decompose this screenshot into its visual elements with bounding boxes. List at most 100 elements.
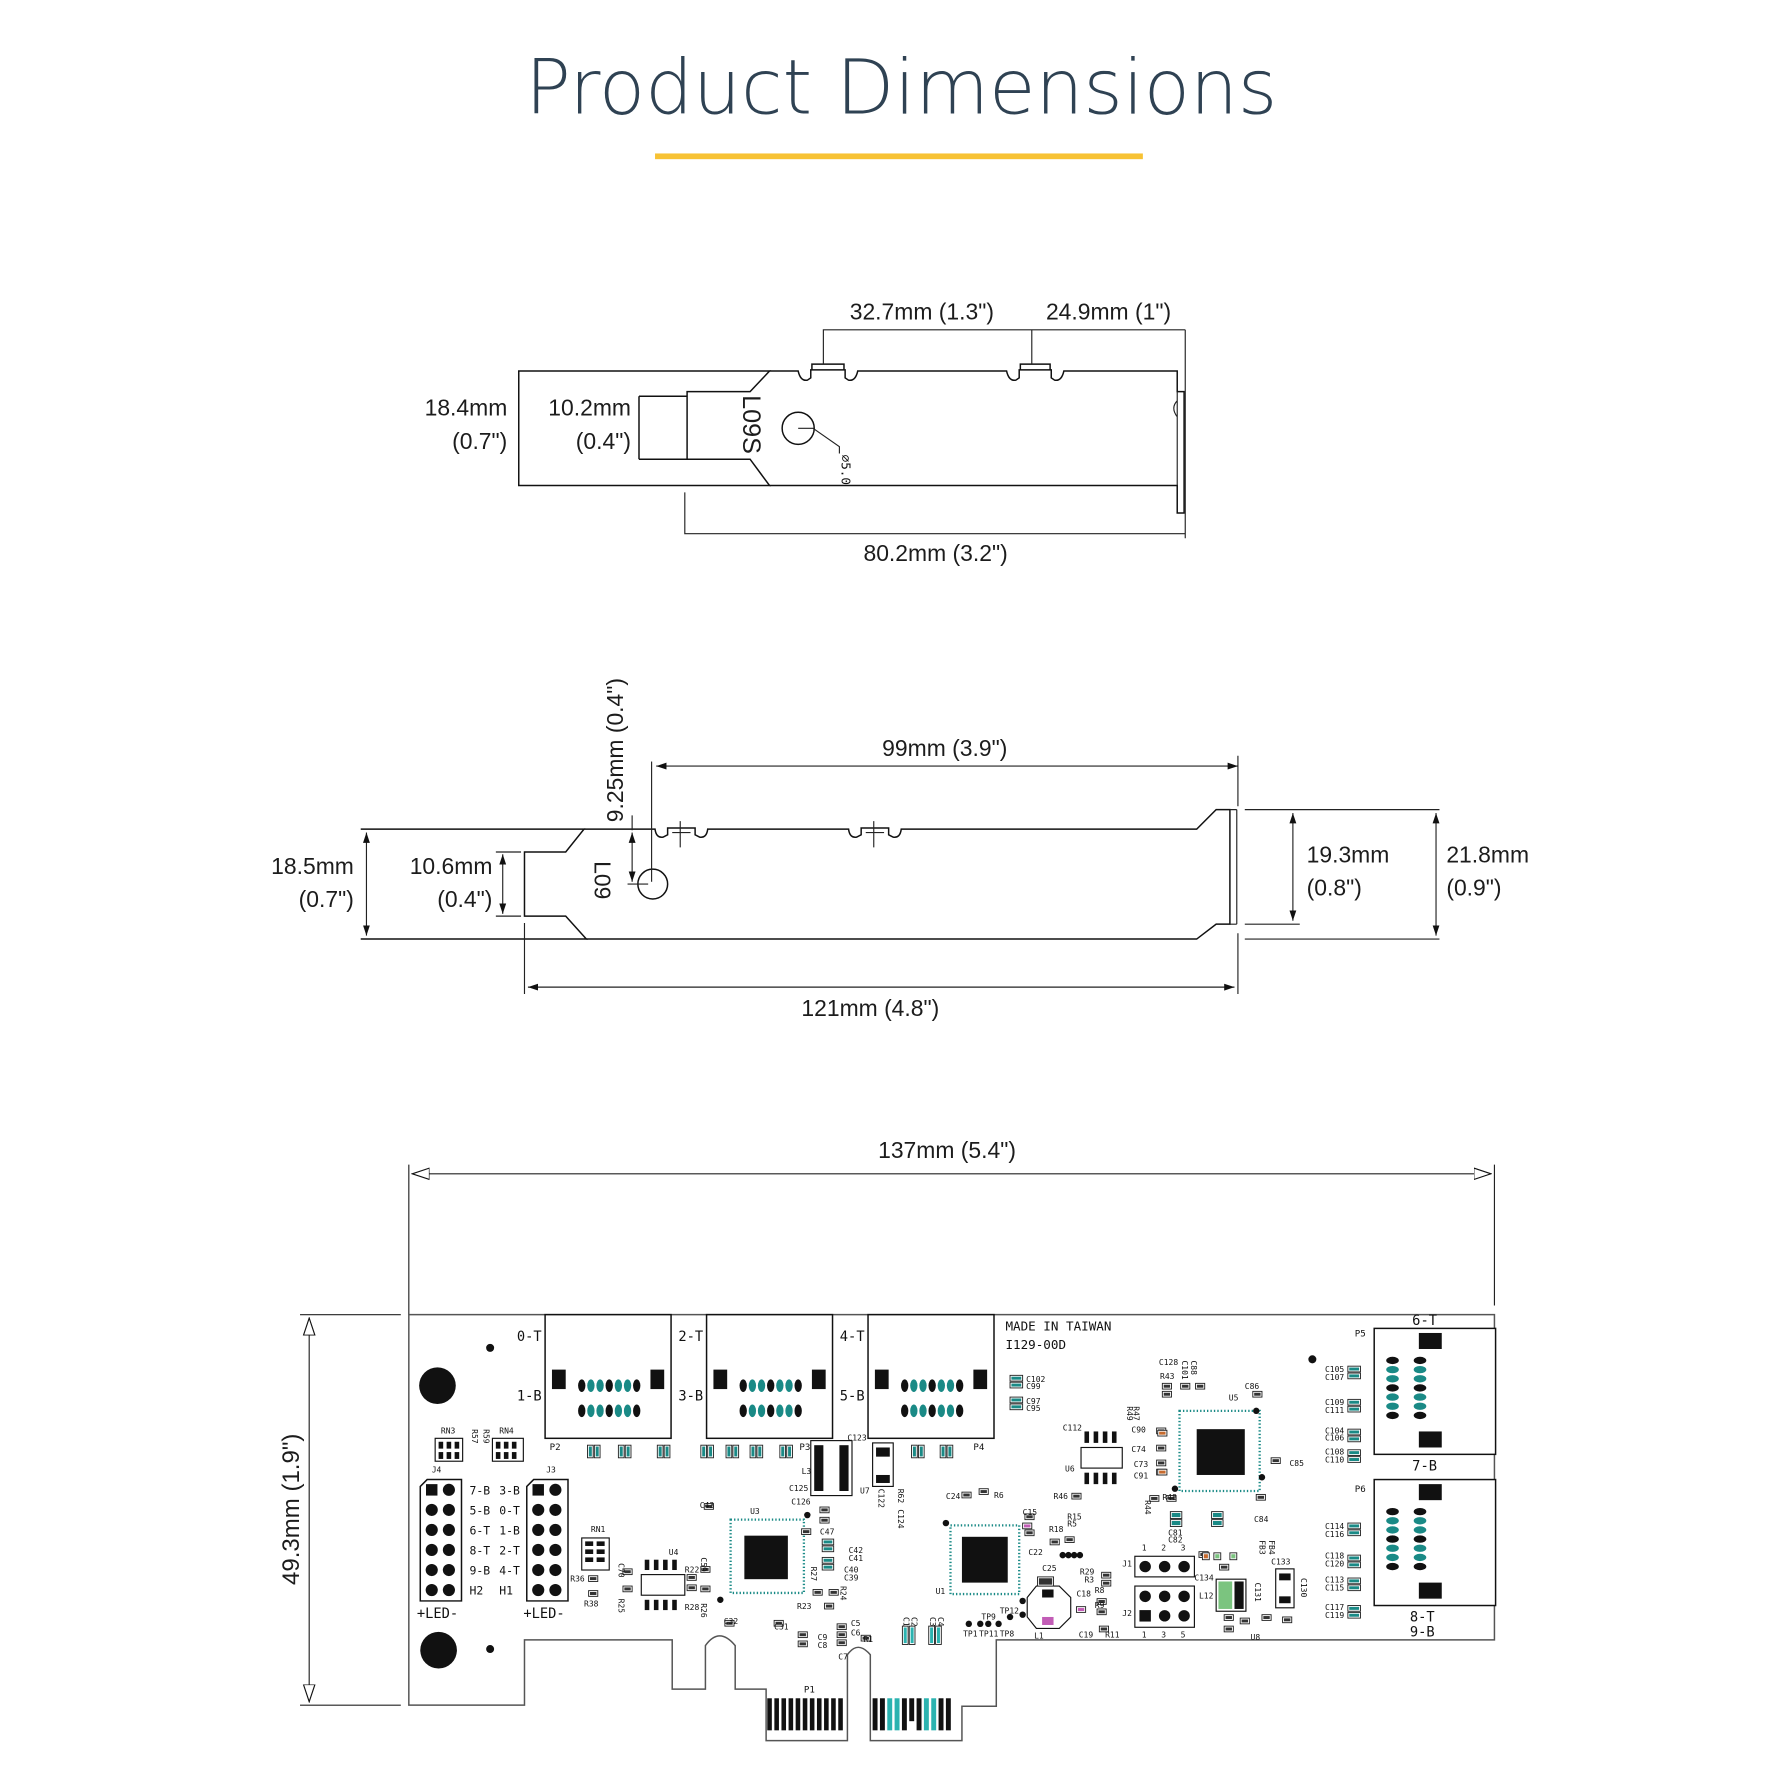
ref-c70: C70: [616, 1563, 625, 1578]
dim-slot-span: 99mm (3.9"): [882, 735, 1007, 761]
smd-pad: [756, 1444, 764, 1459]
header-pin: [532, 1563, 545, 1577]
j1-pin-number: 2: [1161, 1544, 1166, 1553]
header-pin-label: 1-B: [499, 1524, 520, 1538]
chip-u1: [949, 1524, 1021, 1596]
ref-p5: P5: [1355, 1328, 1366, 1339]
ref-r27: R27: [809, 1567, 818, 1582]
ref-r28: R28: [685, 1603, 700, 1612]
ref-p2: P2: [550, 1442, 561, 1453]
smd-pad: [1157, 1429, 1168, 1437]
ref-c102: C102: [1026, 1375, 1045, 1384]
ref-c24: C24: [946, 1492, 961, 1501]
mounting-hole-top: [419, 1367, 456, 1404]
bracket-part-label-full: L09: [589, 861, 615, 899]
ref-r43: R43: [1160, 1372, 1175, 1381]
ref-p1: P1: [804, 1685, 815, 1696]
smd-pad: [911, 1444, 918, 1459]
smd-pad: [1098, 1625, 1109, 1633]
ref-c133: C133: [1271, 1557, 1290, 1566]
ref-c104: C104: [1325, 1427, 1344, 1436]
ref-c15: C15: [1023, 1508, 1038, 1517]
test-point: [995, 1620, 1002, 1628]
test-point: [1070, 1551, 1078, 1559]
smd-pad: [1347, 1561, 1361, 1569]
port-pin: [946, 1404, 955, 1418]
ref-r26: R26: [699, 1603, 708, 1618]
smd-pad: [1024, 1529, 1035, 1537]
port-pin: [757, 1379, 766, 1392]
smd-pad: [1166, 1495, 1177, 1502]
smd-pad: [1347, 1435, 1361, 1443]
ref-fb4: FB4: [1267, 1540, 1276, 1555]
edge-finger: [945, 1698, 951, 1731]
ref-c9: C9: [818, 1633, 828, 1642]
edge-finger: [894, 1698, 900, 1731]
dim-tab-mm-full: 10.6mm: [410, 853, 493, 879]
smd-pad: [797, 1631, 808, 1639]
test-point: [717, 1596, 724, 1603]
smd-pad: [1169, 1519, 1183, 1527]
port-pin: [587, 1379, 595, 1392]
header-pin: [549, 1503, 562, 1516]
ref-c74: C74: [1131, 1445, 1146, 1454]
ref-c111: C111: [1325, 1406, 1344, 1415]
smd-pad: [836, 1639, 847, 1647]
port-pin: [596, 1404, 604, 1418]
edge-finger: [788, 1698, 794, 1731]
ref-c25: C25: [1042, 1564, 1057, 1573]
edge-finger: [795, 1698, 801, 1731]
led-label-j3: +LED-: [523, 1606, 564, 1622]
ref-c115: C115: [1325, 1584, 1344, 1593]
cap-c130: [1275, 1568, 1295, 1609]
port-pin: [794, 1404, 802, 1418]
test-point: [1076, 1551, 1084, 1559]
ref-c40: C40: [844, 1565, 859, 1574]
smd-pad: [1229, 1552, 1238, 1561]
ref-c59: C59: [699, 1557, 708, 1572]
port-p3-top-label: 2-T: [678, 1329, 703, 1345]
ref-c120: C120: [1325, 1560, 1344, 1569]
smd-pad: [686, 1574, 697, 1581]
ref-c113: C113: [1325, 1576, 1344, 1585]
smd-pad: [1195, 1382, 1206, 1390]
port-pin: [1413, 1402, 1427, 1410]
header-pin: [425, 1523, 438, 1537]
edge-finger: [838, 1698, 843, 1731]
edge-finger: [802, 1698, 808, 1731]
port-pin: [937, 1379, 945, 1392]
smd-pad: [1347, 1522, 1361, 1530]
edge-finger: [767, 1698, 772, 1731]
edge-finger: [938, 1698, 944, 1731]
chip-u4: [640, 1559, 686, 1611]
smd-pad: [836, 1623, 847, 1631]
ref-c109: C109: [1325, 1398, 1344, 1407]
ref-fb3: FB3: [1258, 1540, 1267, 1555]
port-pin: [1413, 1365, 1427, 1374]
resistor-network-rn1: [581, 1537, 610, 1571]
port-p5: [1373, 1327, 1497, 1456]
ref-tp1: TP1: [963, 1629, 978, 1638]
port-pin: [605, 1379, 613, 1392]
smd-pad: [1347, 1428, 1361, 1436]
smd-pad: [946, 1444, 954, 1459]
smd-pad: [935, 1625, 942, 1645]
header-pin-label: H1: [499, 1584, 513, 1598]
smd-pad: [1347, 1449, 1361, 1456]
port-pin: [946, 1379, 955, 1392]
header-pin-label: 4-T: [499, 1564, 520, 1578]
inductor-l12: [1215, 1578, 1247, 1612]
ref-c91: C91: [1134, 1471, 1149, 1480]
smd-pad: [700, 1585, 711, 1593]
smd-pad: [1009, 1396, 1024, 1404]
header-pin-1: [426, 1484, 438, 1496]
smd-pad: [1071, 1492, 1082, 1500]
smd-pad: [1101, 1571, 1112, 1579]
dim-flange-in: (0.8"): [1307, 875, 1362, 901]
ref-tp9: TP9: [981, 1612, 996, 1621]
ref-c105: C105: [1325, 1365, 1344, 1374]
port-pin: [633, 1404, 641, 1418]
smd-pad: [821, 1545, 835, 1553]
edge-finger: [809, 1698, 815, 1731]
